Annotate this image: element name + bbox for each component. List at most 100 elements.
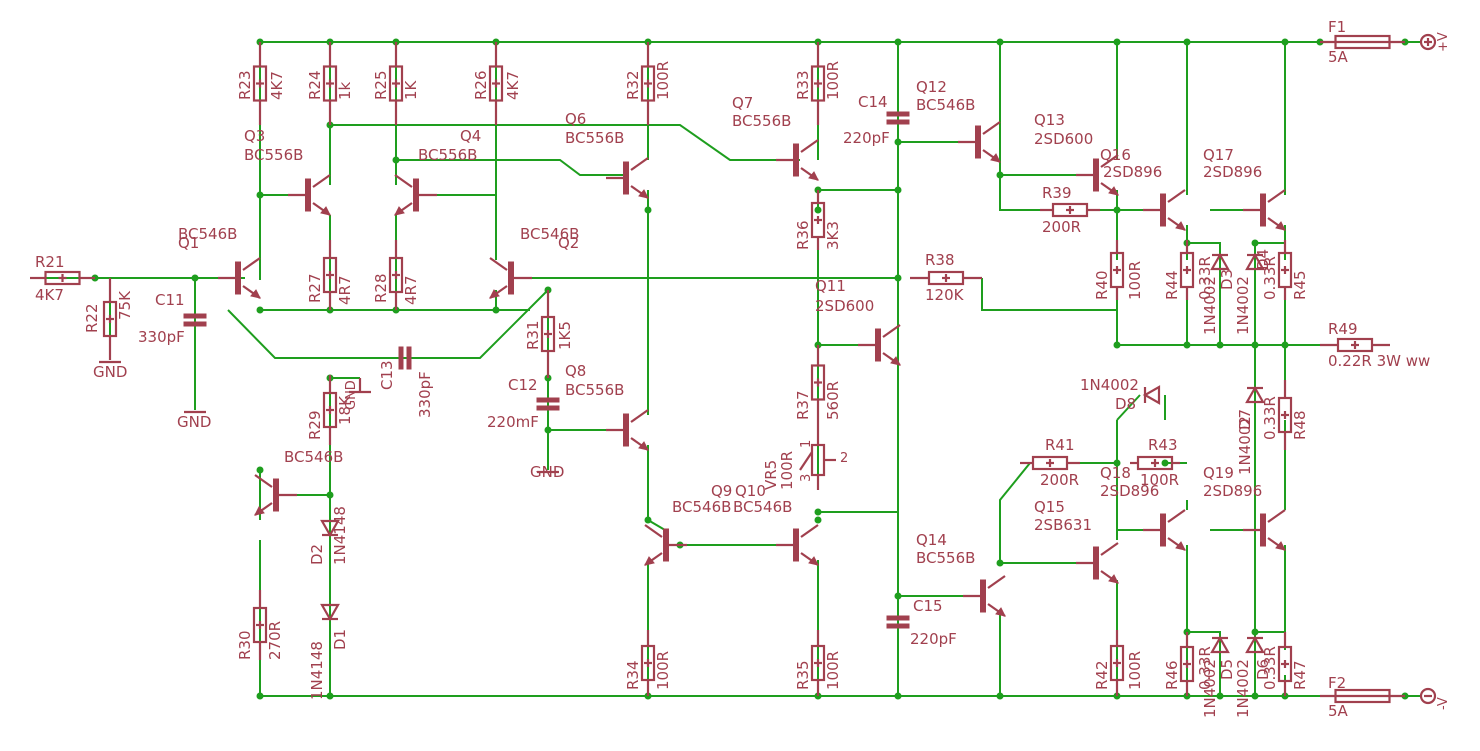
plate <box>886 623 910 629</box>
value-label: 1N4002 <box>1236 416 1254 475</box>
value-label: 1N4002 <box>1201 659 1219 718</box>
arrow <box>995 607 1006 617</box>
wire <box>1187 631 1221 696</box>
r49-resistor <box>1320 337 1390 353</box>
name-label: R44 <box>1163 270 1181 300</box>
value-label: 18K <box>336 395 354 425</box>
name-label: D6 <box>1254 659 1272 680</box>
base-bar <box>1160 513 1166 547</box>
body <box>1031 455 1069 471</box>
collector <box>644 524 663 538</box>
arrow <box>1108 574 1119 584</box>
value-label: 0.33R <box>1261 396 1279 440</box>
name-label: R47 <box>1291 660 1309 690</box>
name-label: Q15 <box>1034 498 1065 516</box>
name-label: R40 <box>1093 270 1111 300</box>
name-label: D4 <box>1254 249 1272 270</box>
junction-dot <box>1251 692 1259 700</box>
junction-dot <box>1113 459 1121 467</box>
name-label: Q18 <box>1100 464 1131 482</box>
triangle <box>1210 252 1230 271</box>
triangle <box>1245 385 1265 404</box>
name-label: Q16 <box>1100 146 1131 164</box>
name-label: Q14 <box>916 531 947 549</box>
value-label: 220pF <box>843 129 890 147</box>
body <box>322 256 338 294</box>
q11-labels: Q11 <box>815 277 846 295</box>
q13-transistor <box>1076 154 1119 196</box>
body <box>102 300 118 338</box>
name-label: R38 <box>925 251 955 269</box>
q4-value: BC556B <box>418 146 477 164</box>
value-label: BC546B <box>178 225 237 243</box>
name-label: Q9 <box>711 482 732 500</box>
value-label: 4K7 <box>504 71 522 100</box>
name-label: Q17 <box>1203 146 1234 164</box>
arrow <box>1275 541 1286 551</box>
base-bar <box>875 328 881 362</box>
collector <box>312 174 331 188</box>
q17-transistor <box>1243 189 1286 231</box>
name-label: R32 <box>624 70 642 100</box>
gnd-label: GND <box>93 363 127 381</box>
q14-transistor <box>963 575 1006 617</box>
value-label: 0.33R <box>1196 256 1214 300</box>
plate <box>183 321 207 327</box>
junction-dot <box>256 306 264 314</box>
c11-capacitor <box>183 313 207 327</box>
junction-dot <box>1183 341 1191 349</box>
terminal-ring <box>1419 687 1437 705</box>
gnd-label: GND <box>530 463 564 481</box>
q6-labels: Q6 <box>565 110 586 128</box>
body <box>810 364 826 401</box>
value-label: 120K <box>925 286 965 304</box>
r36-resistor <box>810 190 826 250</box>
triangle <box>320 519 340 538</box>
r32-resistor <box>640 42 656 125</box>
value-label: 200R <box>1040 471 1079 489</box>
vr5-potentiometer <box>799 420 836 490</box>
q7-value: BC556B <box>732 112 791 130</box>
value-label: 4R7 <box>402 275 420 305</box>
value-label: 100R <box>1126 651 1144 690</box>
value-label: 0.22R 3W ww <box>1328 352 1430 370</box>
q8-value: BC556B <box>565 381 624 399</box>
terminal-ring <box>1419 33 1437 51</box>
r28-resistor <box>388 240 404 310</box>
body <box>1277 396 1293 434</box>
junction-dot <box>644 516 652 524</box>
q9-transistor <box>644 524 687 566</box>
name-label: R31 <box>524 320 542 350</box>
name-label: R21 <box>35 253 65 271</box>
q16-labels: Q16 <box>1100 146 1131 164</box>
base-bar <box>975 125 981 159</box>
d2-diode <box>320 519 340 538</box>
r44-labels: R44 0.33R <box>1163 256 1214 300</box>
q13-labels: Q13 <box>1034 111 1065 129</box>
value-label: 1K <box>402 79 420 100</box>
junction-dot <box>256 692 264 700</box>
value-label: 2SD896 <box>1203 163 1262 181</box>
value-label: BC556B <box>916 549 975 567</box>
q7-labels: Q7 <box>732 94 753 112</box>
value-label: BC556B <box>565 129 624 147</box>
junction-dot <box>191 274 199 282</box>
f2-fuse <box>1320 688 1405 704</box>
q2-value: BC546B <box>520 225 579 243</box>
collector <box>1167 509 1186 523</box>
d8-diode <box>1142 385 1161 405</box>
name-label: Q6 <box>565 110 586 128</box>
value-label: 220mF <box>487 413 539 431</box>
collector <box>254 474 273 488</box>
r42-resistor <box>1109 630 1125 696</box>
q8-transistor <box>606 409 649 451</box>
